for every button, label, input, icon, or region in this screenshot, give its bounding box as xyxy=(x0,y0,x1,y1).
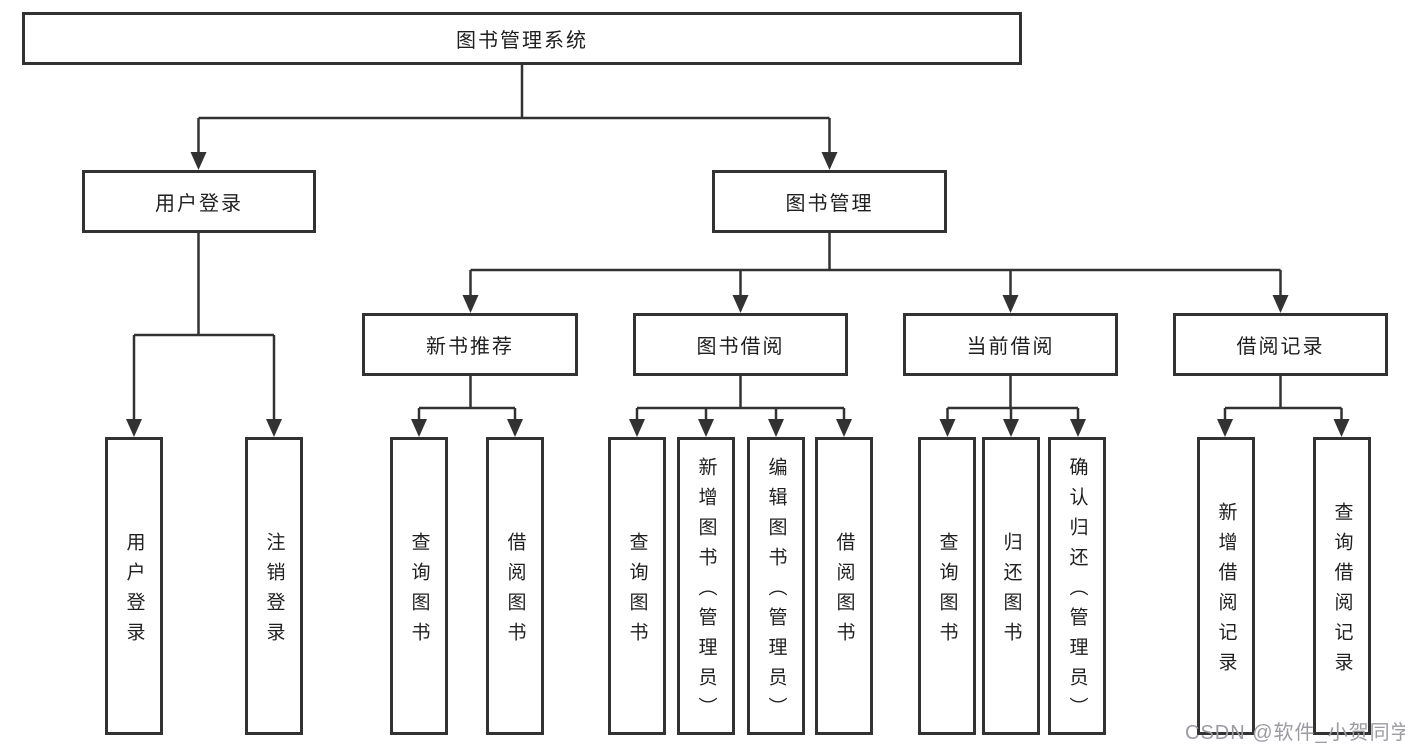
node-label: 用户登录 xyxy=(155,193,243,215)
leaf-borrowing-borrow-books: 借阅图书 xyxy=(815,437,873,735)
leaf-label: 归还图书 xyxy=(1000,531,1022,652)
node-label: 图书管理系统 xyxy=(456,30,588,52)
leaf-current-return-books: 归还图书 xyxy=(982,437,1040,735)
leaf-current-query-books: 查询图书 xyxy=(918,437,976,735)
leaf-label: 确认归还（管理员） xyxy=(1066,456,1088,727)
node-label: 新书推荐 xyxy=(426,336,514,358)
leaf-borrowing-query-books: 查询图书 xyxy=(608,437,666,735)
leaf-current-confirm-return-admin: 确认归还（管理员） xyxy=(1048,437,1106,735)
leaf-recommend-query-books: 查询图书 xyxy=(390,437,448,735)
leaf-label: 注销登录 xyxy=(263,531,285,652)
leaf-label: 借阅图书 xyxy=(833,531,855,652)
leaf-label: 查询图书 xyxy=(936,531,958,652)
leaf-records-add-borrow-record: 新增借阅记录 xyxy=(1197,437,1255,735)
node-label: 当前借阅 xyxy=(966,336,1055,358)
leaf-borrowing-add-books-admin: 新增图书（管理员） xyxy=(677,437,735,735)
leaf-logout: 注销登录 xyxy=(245,437,303,735)
leaf-label: 编辑图书（管理员） xyxy=(765,456,787,727)
leaf-recommend-borrow-books: 借阅图书 xyxy=(486,437,544,735)
leaf-label: 查询借阅记录 xyxy=(1331,501,1353,682)
leaf-label: 新增图书（管理员） xyxy=(695,456,717,727)
leaf-user-login: 用户登录 xyxy=(105,437,163,735)
leaf-label: 查询图书 xyxy=(626,531,648,652)
node-current-borrowing: 当前借阅 xyxy=(903,313,1118,376)
node-label: 图书管理 xyxy=(785,193,874,215)
node-user-login: 用户登录 xyxy=(82,170,316,233)
csdn-watermark: CSDN @软件_小贺同学 xyxy=(1185,722,1405,744)
leaf-label: 用户登录 xyxy=(123,531,145,652)
node-label: 借阅记录 xyxy=(1236,336,1325,358)
node-label: 图书借阅 xyxy=(696,336,785,358)
node-book-borrowing: 图书借阅 xyxy=(633,313,848,376)
node-new-book-recommendation: 新书推荐 xyxy=(362,313,578,376)
leaf-records-query-borrow-record: 查询借阅记录 xyxy=(1313,437,1371,735)
leaf-borrowing-edit-books-admin: 编辑图书（管理员） xyxy=(747,437,805,735)
leaf-label: 查询图书 xyxy=(408,531,430,652)
node-borrowing-records: 借阅记录 xyxy=(1173,313,1388,376)
leaf-label: 借阅图书 xyxy=(504,531,526,652)
leaf-label: 新增借阅记录 xyxy=(1215,501,1237,682)
node-book-management: 图书管理 xyxy=(712,170,947,233)
node-book-management-system: 图书管理系统 xyxy=(22,12,1022,65)
